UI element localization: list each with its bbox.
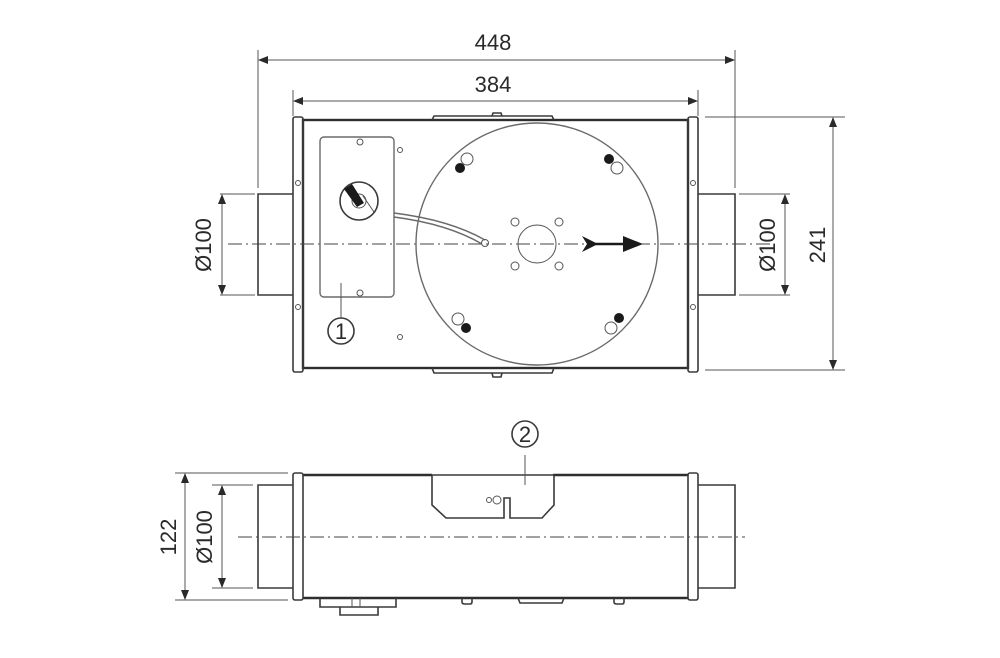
dim-122-label: 122 (156, 519, 181, 556)
dim-241-label: 241 (805, 227, 830, 264)
fan-impeller-disc (415, 122, 659, 366)
airflow-direction-arrow-icon (582, 236, 643, 252)
mounting-bracket: 2 (431, 420, 555, 519)
dimension-overall-width: 448 (257, 30, 736, 188)
dim-left-d100-label: Ø100 (191, 218, 216, 272)
side-right-duct (698, 484, 736, 589)
item-2-callout (511, 420, 539, 448)
top-view: 448 384 (191, 30, 845, 378)
dimension-body-width: 384 (292, 72, 699, 116)
dim-right-d100-label: Ø100 (755, 218, 780, 272)
dimension-left-diameter: Ø100 (191, 193, 255, 296)
electrical-terminal-box: 1 (319, 136, 489, 345)
dim-384-label: 384 (475, 72, 512, 97)
dimension-height: 241 (705, 116, 845, 371)
dim-side-d100-label: Ø100 (192, 510, 217, 564)
item-1-label: 1 (335, 319, 347, 344)
bottom-features (319, 597, 625, 616)
item-2-label: 2 (519, 422, 531, 447)
dim-448-label: 448 (475, 30, 512, 55)
side-view: 2 122 Ø100 (156, 420, 745, 616)
dimension-side-diameter: Ø100 (192, 484, 253, 589)
item-1-callout (327, 317, 355, 345)
dimension-side-height: 122 (156, 472, 288, 601)
dimension-right-diameter: Ø100 (739, 193, 790, 296)
